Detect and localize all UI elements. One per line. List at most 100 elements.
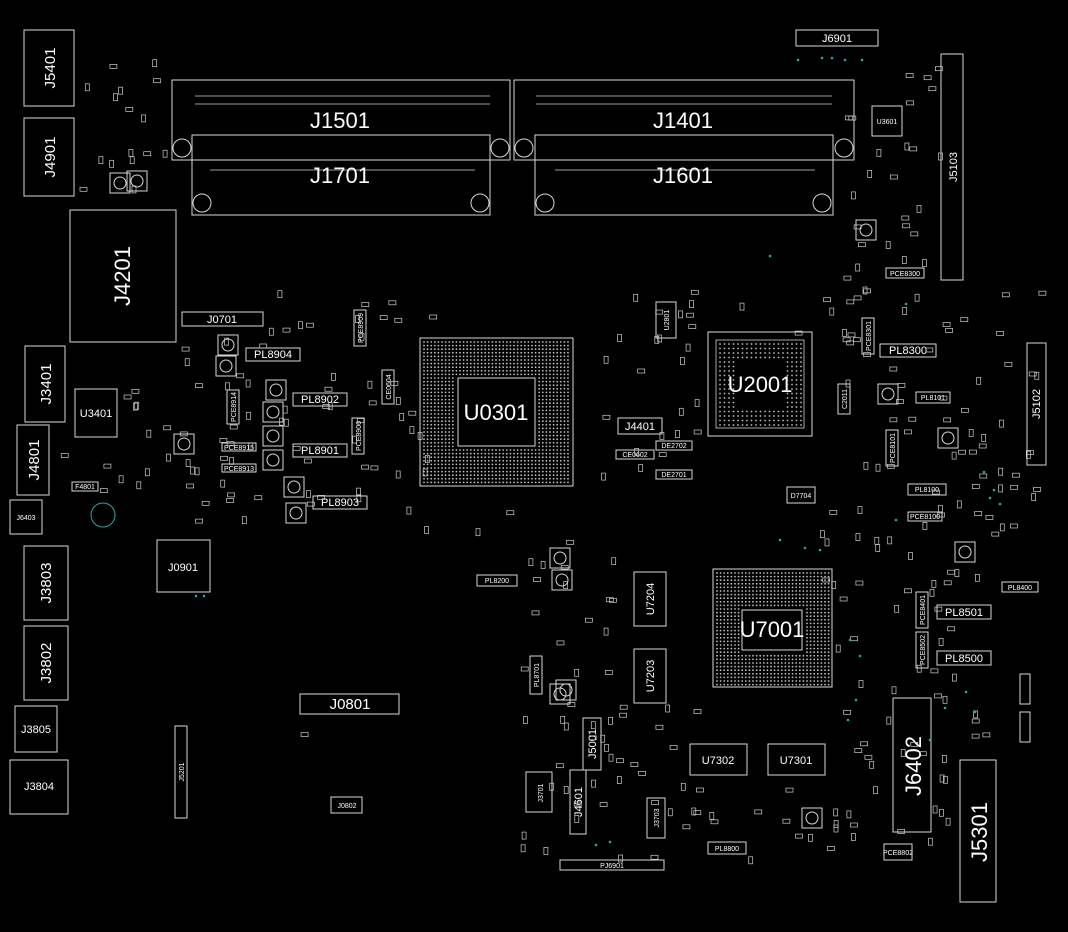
label-de2702: DE2702 xyxy=(661,443,686,450)
label-u7301: U7301 xyxy=(780,755,812,767)
label-j6403: J6403 xyxy=(16,515,35,522)
diode-de2702-outline xyxy=(655,440,693,451)
label-j5301: J5301 xyxy=(967,802,992,862)
inductor-pl8200-outline xyxy=(476,574,518,587)
bga-u0301-outline xyxy=(419,337,574,487)
connector-j4801-outline xyxy=(16,424,50,496)
label-j1601: J1601 xyxy=(653,163,713,188)
dimm-socket-top xyxy=(171,79,855,161)
inductor-pl8100-outline xyxy=(907,483,947,496)
label-pce8301: PCE8301 xyxy=(866,321,873,351)
connector-j5103-outline xyxy=(940,53,964,281)
inductor-pl8800-outline xyxy=(707,841,747,855)
label-pl8500: PL8500 xyxy=(945,653,983,665)
connector-j3804-outline xyxy=(9,759,69,815)
fuse-right-b xyxy=(1019,711,1031,743)
connector-j6901-outline xyxy=(795,29,879,47)
connector-j5401-outline xyxy=(23,29,75,107)
label-pl8200: PL8200 xyxy=(485,578,509,585)
via-markers xyxy=(194,56,1002,847)
label-pce8401: PCE8401 xyxy=(920,595,927,625)
cap-pce8401-outline xyxy=(915,591,929,629)
label-u2801: U2801 xyxy=(664,310,671,331)
cap-pce8909-outline xyxy=(353,309,367,347)
label-pce8100: PCE8100 xyxy=(910,514,940,521)
label-pce8914: PCE8914 xyxy=(231,392,238,422)
label-pce8502: PCE8502 xyxy=(920,635,927,665)
bga-u2001-outline xyxy=(707,331,813,437)
label-j3703: J3703 xyxy=(654,808,661,827)
label-pl8902: PL8902 xyxy=(301,394,339,406)
label-j1401: J1401 xyxy=(653,108,713,133)
label-j1701: J1701 xyxy=(310,163,370,188)
label-j3401: J3401 xyxy=(38,364,55,405)
label-ce0604: CE0604 xyxy=(386,374,393,399)
label-u3401: U3401 xyxy=(80,408,112,420)
label-pce8913: PCE8913 xyxy=(224,466,254,473)
inductor-pl8101-outline xyxy=(915,391,951,404)
label-pce8101: PCE8101 xyxy=(890,433,897,463)
bga-u0301-center xyxy=(457,377,536,447)
label-pl8904: PL8904 xyxy=(254,349,292,361)
label-j3805: J3805 xyxy=(21,724,51,736)
inductor-pl8904-outline xyxy=(245,347,301,362)
connector-pj6901-outline xyxy=(559,859,665,871)
inductor-pl8903-outline xyxy=(312,495,368,510)
label-pl8100: PL8100 xyxy=(915,487,939,494)
cap-ce0604-outline xyxy=(381,369,395,405)
label-j0901: J0901 xyxy=(168,562,198,574)
connector-j0901-outline xyxy=(156,539,211,593)
fuse-f4801-outline xyxy=(71,481,99,492)
cap-pce8300-outline xyxy=(885,267,925,279)
passive-components xyxy=(60,59,1047,865)
diode-de2701-outline xyxy=(655,469,693,480)
inductor-pl8501-outline xyxy=(936,604,992,620)
label-de2701: DE2701 xyxy=(661,472,686,479)
chip-u3401-outline xyxy=(74,388,118,438)
label-j5102: J5102 xyxy=(1031,389,1043,419)
cap-pce8100-outline xyxy=(907,511,943,522)
label-u7203: U7203 xyxy=(645,660,657,692)
connector-j6402-outline xyxy=(892,697,932,833)
connector-j4201-outline xyxy=(69,209,177,343)
bga-u7001-outline xyxy=(712,568,833,688)
label-j0801: J0801 xyxy=(330,696,371,713)
connector-j0802-outline xyxy=(330,796,363,814)
label-j5103: J5103 xyxy=(948,152,960,182)
fuse-right-a xyxy=(1019,673,1031,705)
dimm-socket-bottom xyxy=(191,134,834,216)
bga-u2001-balls xyxy=(719,343,802,426)
label-j3803: J3803 xyxy=(38,563,55,604)
label-pce8906: PCE8906 xyxy=(356,421,363,451)
connector-j5201-outline xyxy=(174,725,188,819)
label-f4801: F4801 xyxy=(75,484,95,491)
connector-j3701-outline xyxy=(525,771,553,813)
cap-pce8913-outline xyxy=(221,463,257,473)
label-pl8400: PL8400 xyxy=(1008,585,1032,592)
label-pl8501: PL8501 xyxy=(945,607,983,619)
label-c2011: C2011 xyxy=(842,389,849,409)
inductor-pl8500-outline xyxy=(936,650,992,666)
cap-pce8101-outline xyxy=(885,429,899,467)
label-j6901: J6901 xyxy=(822,33,852,45)
label-d7704: D7704 xyxy=(791,493,812,500)
label-j5201: J5201 xyxy=(179,762,186,781)
connector-j3703-outline xyxy=(646,797,666,839)
label-j3701: J3701 xyxy=(538,783,545,802)
connector-j4401-outline xyxy=(617,417,663,435)
label-j5401: J5401 xyxy=(42,48,59,89)
inductor-pl8400-outline xyxy=(1001,581,1039,593)
label-j4801: J4801 xyxy=(26,440,43,481)
label-pl8800: PL8800 xyxy=(715,846,739,853)
label-pce8909: PCE8909 xyxy=(358,313,365,343)
chip-u7301-outline xyxy=(767,743,826,776)
bga-u7001-center xyxy=(741,609,803,651)
label-j0701: J0701 xyxy=(207,314,237,326)
connector-j4901-outline xyxy=(23,117,75,197)
label-j3802: J3802 xyxy=(38,643,55,684)
cap-pce8915-outline xyxy=(221,442,257,452)
label-pl8901: PL8901 xyxy=(301,445,339,457)
label-j6402: J6402 xyxy=(901,736,926,796)
cap-pce8502-outline xyxy=(915,631,929,669)
